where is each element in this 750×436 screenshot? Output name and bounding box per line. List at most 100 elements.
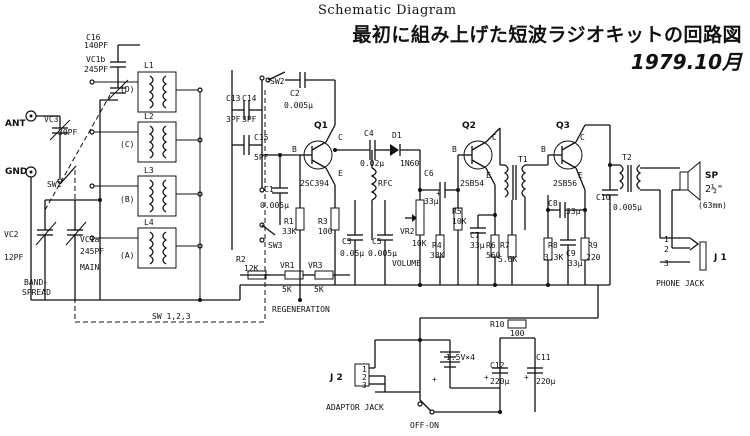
resistor-r9	[580, 190, 590, 285]
resistor-r1	[295, 155, 305, 300]
c5-capacitor	[377, 200, 393, 285]
label-r10: R10	[490, 320, 505, 329]
label-q1: Q1	[314, 121, 328, 131]
label-sw2: SW2	[270, 77, 285, 86]
label-c9-val: 33μ	[568, 259, 583, 268]
regeneration-pots	[240, 270, 350, 280]
label-c4: C4	[364, 129, 374, 138]
label-gnd: GND	[5, 167, 27, 177]
label-q3-e: E	[578, 171, 583, 180]
coil-l3	[137, 175, 177, 217]
label-c5-val: 0.005μ	[368, 249, 397, 258]
label-c12-val: 220μ	[490, 377, 509, 386]
label-d1: D1	[392, 131, 402, 140]
label-vc1a: VC1a	[80, 235, 99, 244]
label-vc2: VC2	[4, 230, 19, 239]
label-r7-val: 5.6K	[498, 255, 517, 264]
label-r8-val: 3.3K	[544, 253, 563, 262]
label-vr2: VR2	[400, 227, 415, 236]
label-q3-b: B	[541, 145, 546, 154]
label-r2: R2	[236, 255, 246, 264]
label-battery-plus: +	[432, 375, 437, 384]
power-supply	[374, 285, 599, 413]
label-c11: C11	[536, 353, 551, 362]
ground-terminal	[25, 166, 37, 300]
power-switch	[417, 401, 435, 415]
date-label: 1979.10月	[630, 50, 742, 74]
label-r7: R7	[500, 241, 510, 250]
label-j1-pin3: 3	[664, 259, 669, 268]
label-main: MAIN	[80, 263, 99, 272]
label-phone-jack: PHONE JACK	[656, 279, 704, 288]
label-band-d: (D)	[120, 85, 134, 94]
label-c12-plus: +	[484, 373, 489, 382]
label-battery: 1.5V×4	[446, 353, 475, 362]
label-q1-b: B	[292, 145, 297, 154]
label-band-b: (B)	[120, 195, 134, 204]
c12-capacitor	[492, 367, 508, 374]
resistor-r5	[453, 190, 463, 285]
label-r10-val: 100	[510, 329, 525, 338]
band-switch-contacts	[89, 79, 203, 300]
label-regeneration: REGENERATION	[272, 305, 330, 314]
label-band-c: (C)	[120, 140, 134, 149]
phone-jack-j1	[660, 237, 707, 271]
label-c16: C16	[86, 33, 101, 42]
label-sp: SP	[705, 171, 718, 181]
label-c7: C7	[470, 231, 480, 240]
label-q3: Q3	[556, 121, 570, 131]
c11-capacitor	[527, 367, 543, 374]
label-j1-pin2: 2	[664, 245, 669, 254]
label-c1: C1	[264, 185, 274, 194]
label-t2: T2	[622, 153, 632, 162]
label-q2-c: C	[492, 133, 497, 142]
c9-capacitor	[560, 210, 576, 285]
label-c5: C5	[372, 237, 382, 246]
schematic-title: Schematic Diagram	[318, 3, 457, 18]
label-c14-val: 3PF	[242, 115, 257, 124]
label-j2: J 2	[329, 373, 343, 383]
label-q2-type: 2SB54	[460, 179, 484, 188]
label-c1-val: 0.005μ	[260, 201, 289, 210]
transistor-q1	[300, 124, 336, 186]
label-q3-type: 2SB56	[553, 179, 577, 188]
label-c15-val: 5PF	[254, 153, 269, 162]
label-r3-val: 100	[318, 227, 333, 236]
diode-d1	[375, 144, 420, 156]
coil-l1	[137, 71, 177, 113]
label-j2-pin1: 1	[362, 365, 367, 374]
label-j1: J 1	[713, 253, 727, 263]
c16-capacitor	[110, 45, 126, 80]
coil-l4	[137, 227, 177, 269]
label-q1-c: C	[338, 133, 343, 142]
label-vc3-val: 30PF	[58, 128, 77, 137]
label-ant: ANT	[5, 119, 26, 129]
label-r8: R8	[548, 241, 558, 250]
label-c9: C9	[566, 249, 576, 258]
label-c16-val: 140PF	[84, 41, 108, 50]
coil-l2	[137, 121, 177, 163]
gang-link	[44, 94, 111, 211]
label-c6-val: 33μ	[424, 197, 439, 206]
label-vr1: VR1	[280, 261, 295, 270]
label-j2-pin3: 3	[362, 381, 367, 390]
transformer-t1	[500, 164, 548, 230]
label-l1: L1	[144, 61, 154, 70]
resistor-r6	[490, 185, 500, 285]
label-c3-val: 0.05μ	[340, 249, 364, 258]
label-c2-val: 0.005μ	[284, 101, 313, 110]
label-vc3: VC3	[44, 115, 59, 124]
label-q2: Q2	[462, 121, 476, 131]
label-bandspread2: SPREAD	[22, 288, 51, 297]
transistor-q3	[547, 124, 611, 191]
resistor-r3	[330, 185, 340, 285]
label-vr3-val: 5K	[314, 285, 324, 294]
label-j1-pin1: 1	[664, 235, 669, 244]
label-c11-plus: +	[524, 373, 529, 382]
label-vr2-val: 10K	[412, 239, 427, 248]
label-c3: C3	[342, 237, 352, 246]
label-r1-val: 33K	[282, 227, 297, 236]
label-l4: L4	[144, 218, 154, 227]
c3-capacitor	[347, 200, 363, 285]
